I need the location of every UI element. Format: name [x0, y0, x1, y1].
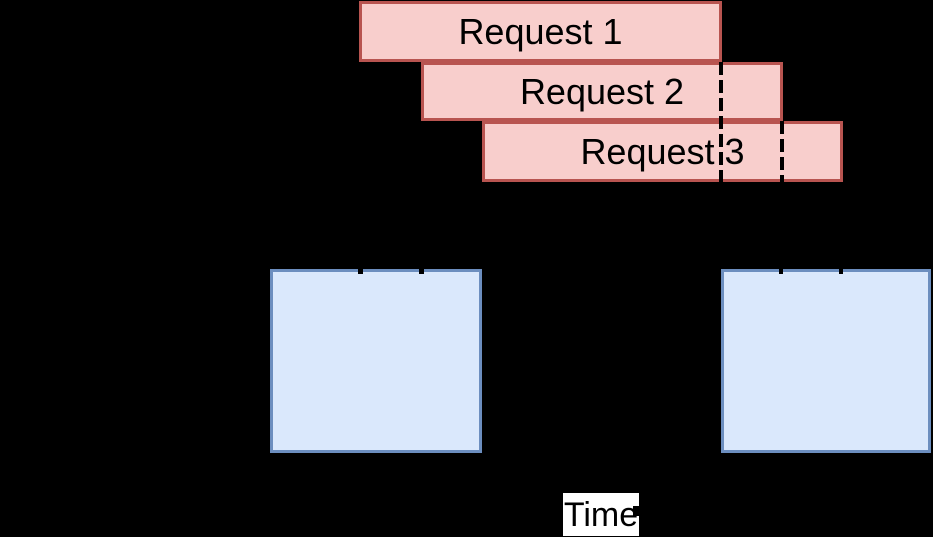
request-2-bar: Request 2: [421, 62, 783, 121]
request-3-label: Request 3: [580, 130, 745, 172]
time-axis-label: Time: [563, 493, 639, 536]
request-2-label: Request 2: [519, 70, 685, 112]
time-axis-label-text: Time: [563, 495, 639, 534]
request-3-bar: Request 3: [482, 121, 843, 182]
request-1-bar: Request 1: [359, 1, 722, 62]
batch-box-right: [721, 269, 931, 453]
request-1-label: Request 1: [458, 10, 623, 52]
batch-box-left: [270, 269, 482, 453]
